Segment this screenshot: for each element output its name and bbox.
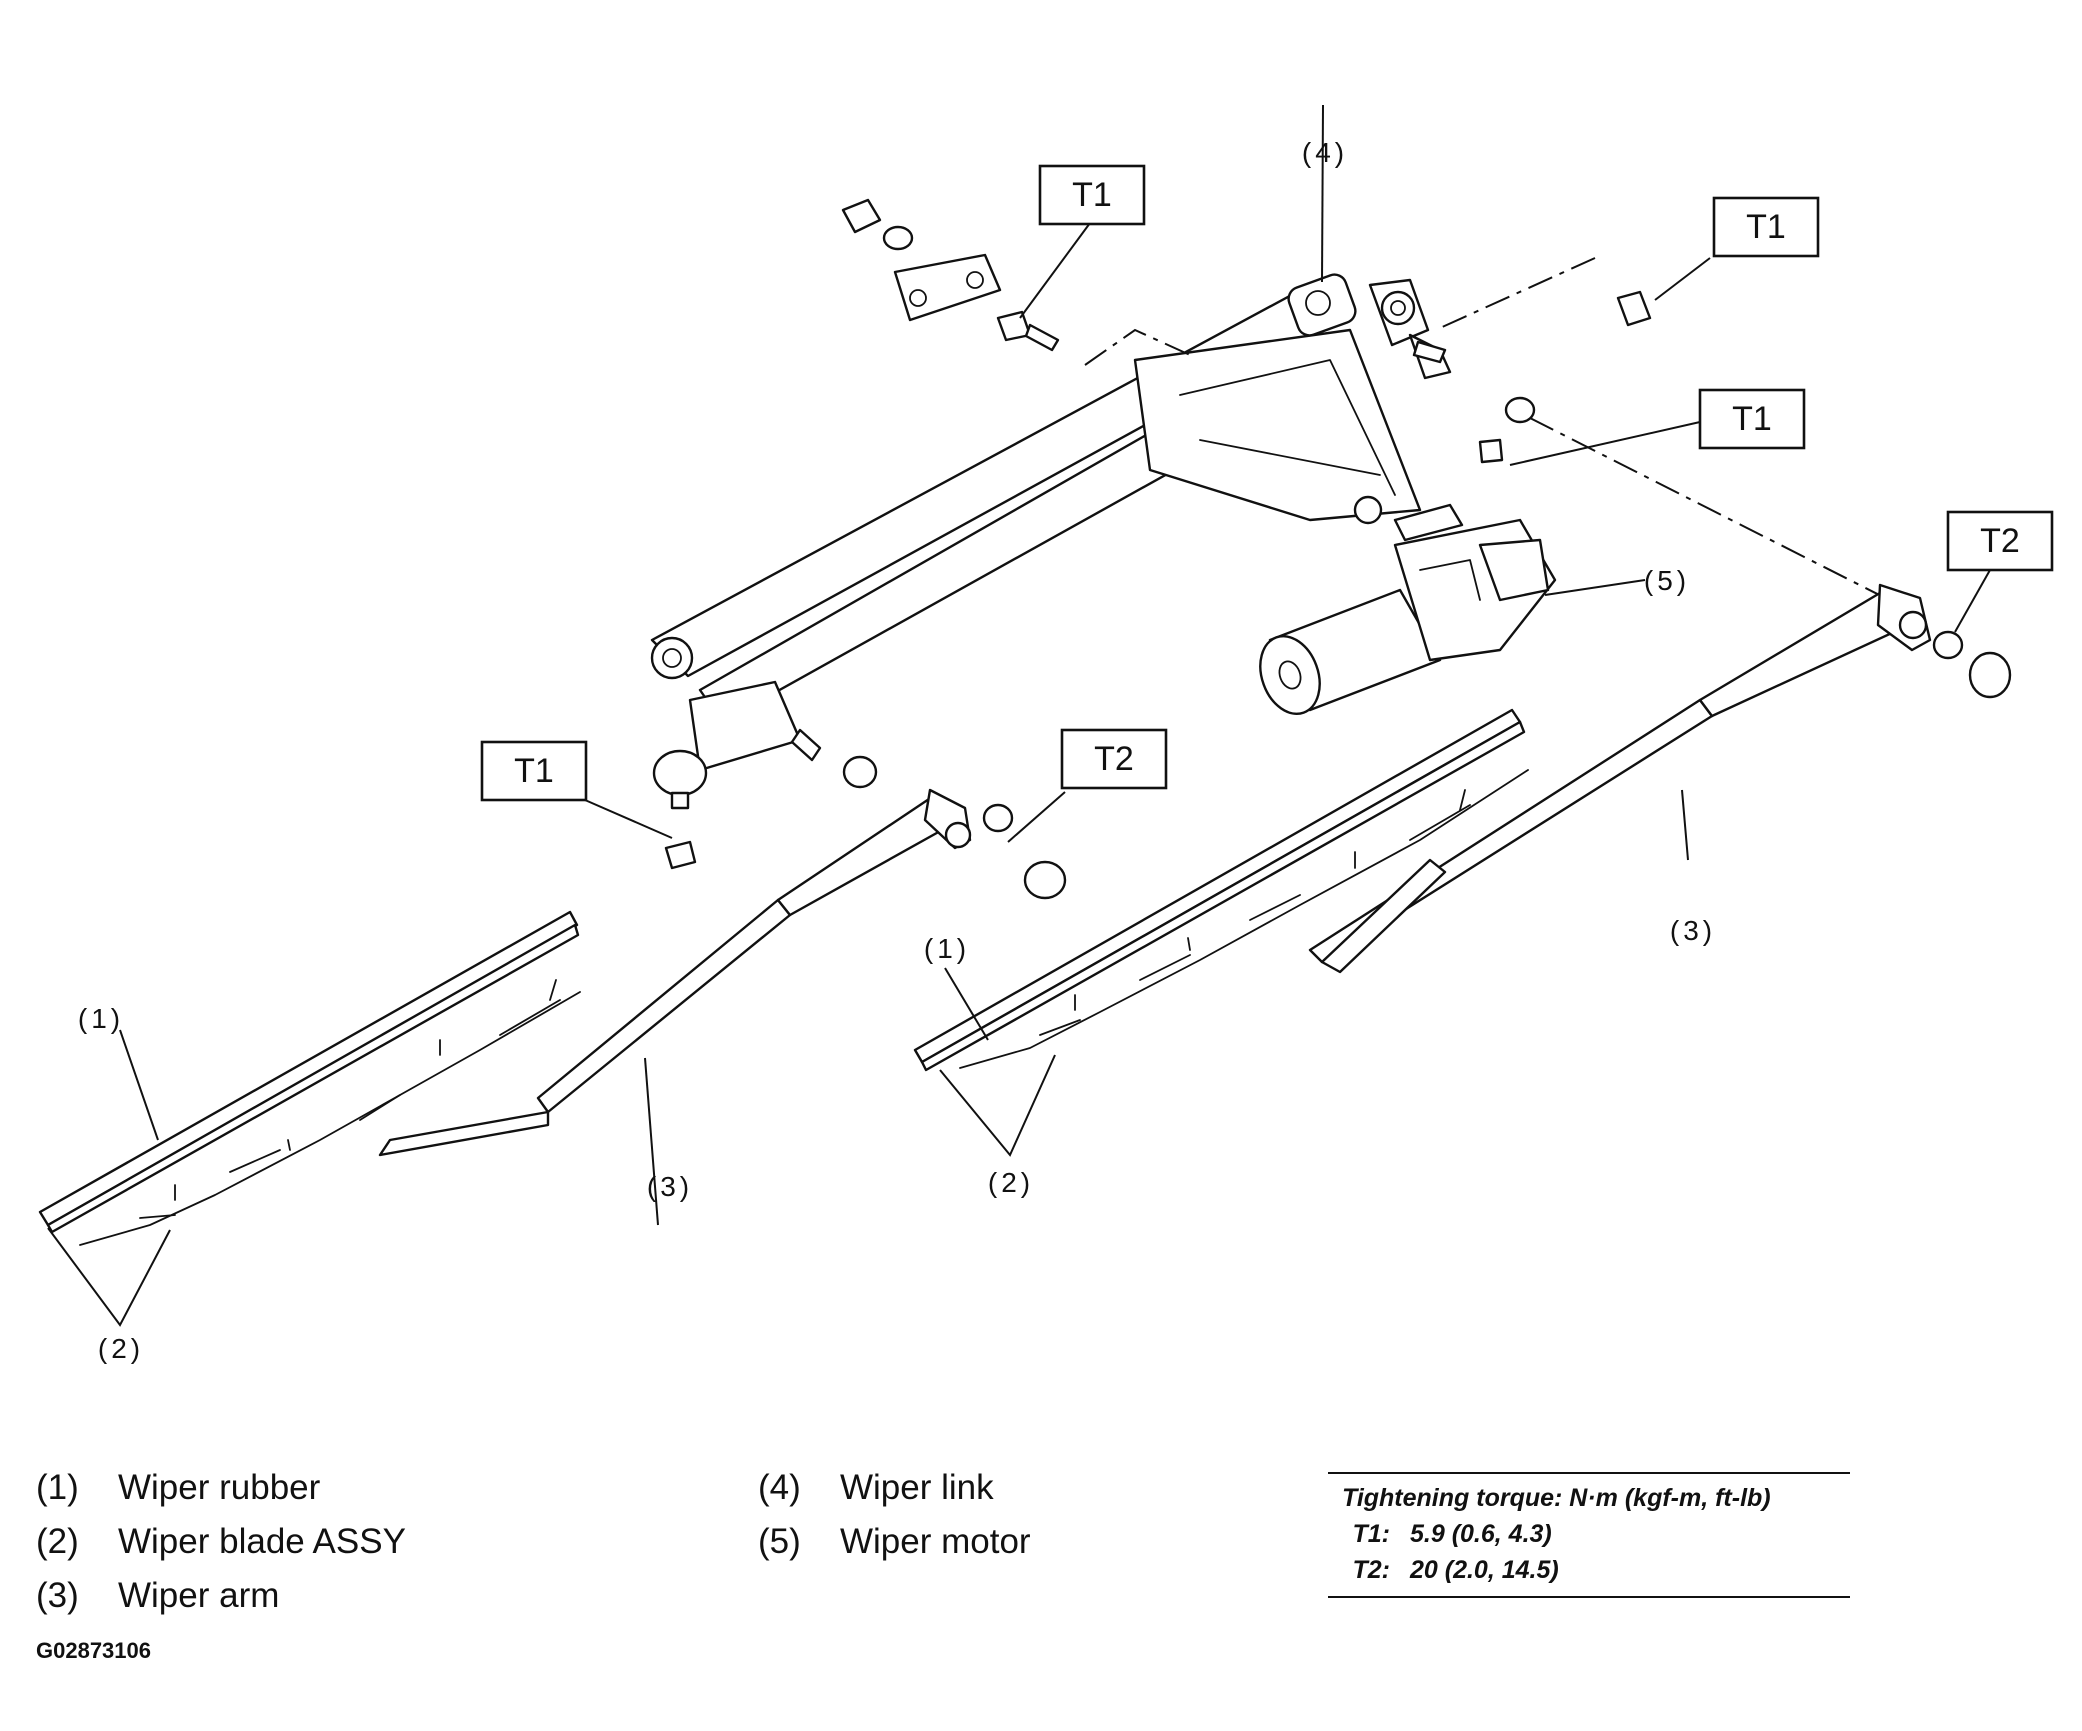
callout-t1-top: T1 [1038,164,1146,226]
wiper-motor [1259,503,1557,715]
torque-callouts: T1 T1 T1 T2 T1 T2 [480,164,2054,802]
legend-item: (5)Wiper motor [758,1522,1031,1561]
callout-t2-right-label: T2 [1980,522,2020,560]
torque-table: Tightening torque: N·m (kgf-m, ft-lb) T1… [1328,1472,1850,1598]
label-5: (5) [1644,565,1690,596]
callout-t1-right-label: T1 [1732,400,1772,438]
link-fasteners [664,290,2012,900]
legend-item: (3)Wiper arm [36,1576,280,1615]
leader-lines [47,104,1991,1327]
callout-t1-right: T1 [1698,388,1806,450]
part-number-labels: (4) (5) (3) (1) (2) (1) (3) (2) [78,137,1716,1364]
callout-t1-left-label: T1 [514,752,554,790]
assembly-lines [1439,257,1906,609]
torque-row: T2:20 (2.0, 14.5) [1352,1556,1559,1584]
callout-t1-upper-right: T1 [1712,196,1820,258]
label-1-left: (1) [78,1003,124,1034]
figure-id: G02873106 [36,1638,151,1663]
legend-column-2: (4)Wiper link (5)Wiper motor [758,1468,1031,1576]
callout-t2-right: T2 [1946,510,2054,572]
label-3-right: (3) [1670,915,1716,946]
label-2-left: (2) [98,1333,144,1364]
legend-item: (1)Wiper rubber [36,1468,321,1507]
callout-t2-left-label: T2 [1094,740,1134,778]
torque-row: T1:5.9 (0.6, 4.3) [1352,1520,1552,1548]
wiper-link [650,273,1452,810]
right-wiper-arm [1308,583,1932,974]
label-4: (4) [1302,137,1348,168]
legend-item: (2)Wiper blade ASSY [36,1522,406,1561]
legend-column-1: (1)Wiper rubber (2)Wiper blade ASSY (3)W… [36,1468,406,1630]
right-wiper-blade [913,708,1529,1072]
callout-t2-left: T2 [1060,728,1168,790]
left-wiper-arm [378,788,972,1157]
label-1-right: (1) [924,933,970,964]
label-2-right: (2) [988,1167,1034,1198]
callout-t1-upper-right-label: T1 [1746,208,1786,246]
left-wiper-blade [38,910,581,1246]
callout-t1-left: T1 [480,740,588,802]
label-3-left: (3) [647,1171,693,1202]
torque-title: Tightening torque: N·m (kgf-m, ft-lb) [1342,1484,1771,1512]
legend-item: (4)Wiper link [758,1468,994,1507]
motor-bracket-hardware [841,198,1002,322]
callout-t1-top-label: T1 [1072,176,1112,214]
